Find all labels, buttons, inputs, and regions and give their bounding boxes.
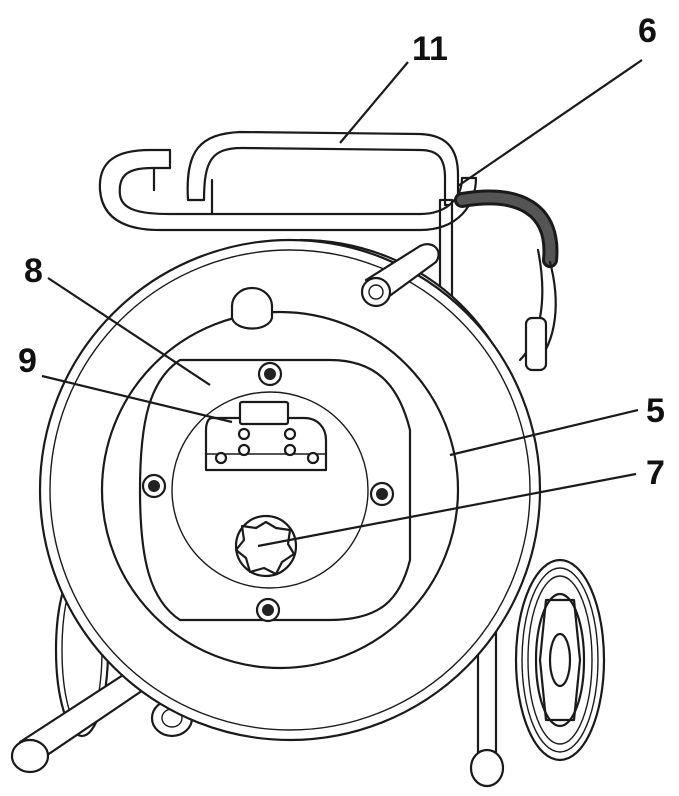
hub-plate: [138, 358, 412, 623]
callout-11: 11: [412, 30, 448, 68]
leader-7: [257, 472, 637, 548]
callout-6: 6: [638, 12, 657, 50]
callout-7: 7: [646, 454, 665, 492]
cable-hose: [454, 189, 559, 372]
leader-9: [41, 374, 233, 424]
slip-ring-bracket: [204, 400, 328, 472]
flange-knob: [230, 286, 274, 330]
leader-8: [47, 277, 211, 386]
callout-9: 9: [18, 342, 37, 380]
callout-5: 5: [646, 392, 665, 430]
callout-8: 8: [24, 252, 43, 290]
callout-labels: 11 6 8 9 5 7: [18, 12, 665, 492]
frame-roller: [360, 243, 440, 308]
right-wheel: [469, 558, 606, 788]
frame-handle: [98, 130, 478, 322]
leader-11: [339, 61, 409, 144]
leader-lines: [41, 59, 643, 548]
leader-6: [457, 59, 643, 187]
leader-5: [449, 408, 639, 457]
star-knob: [234, 514, 298, 578]
